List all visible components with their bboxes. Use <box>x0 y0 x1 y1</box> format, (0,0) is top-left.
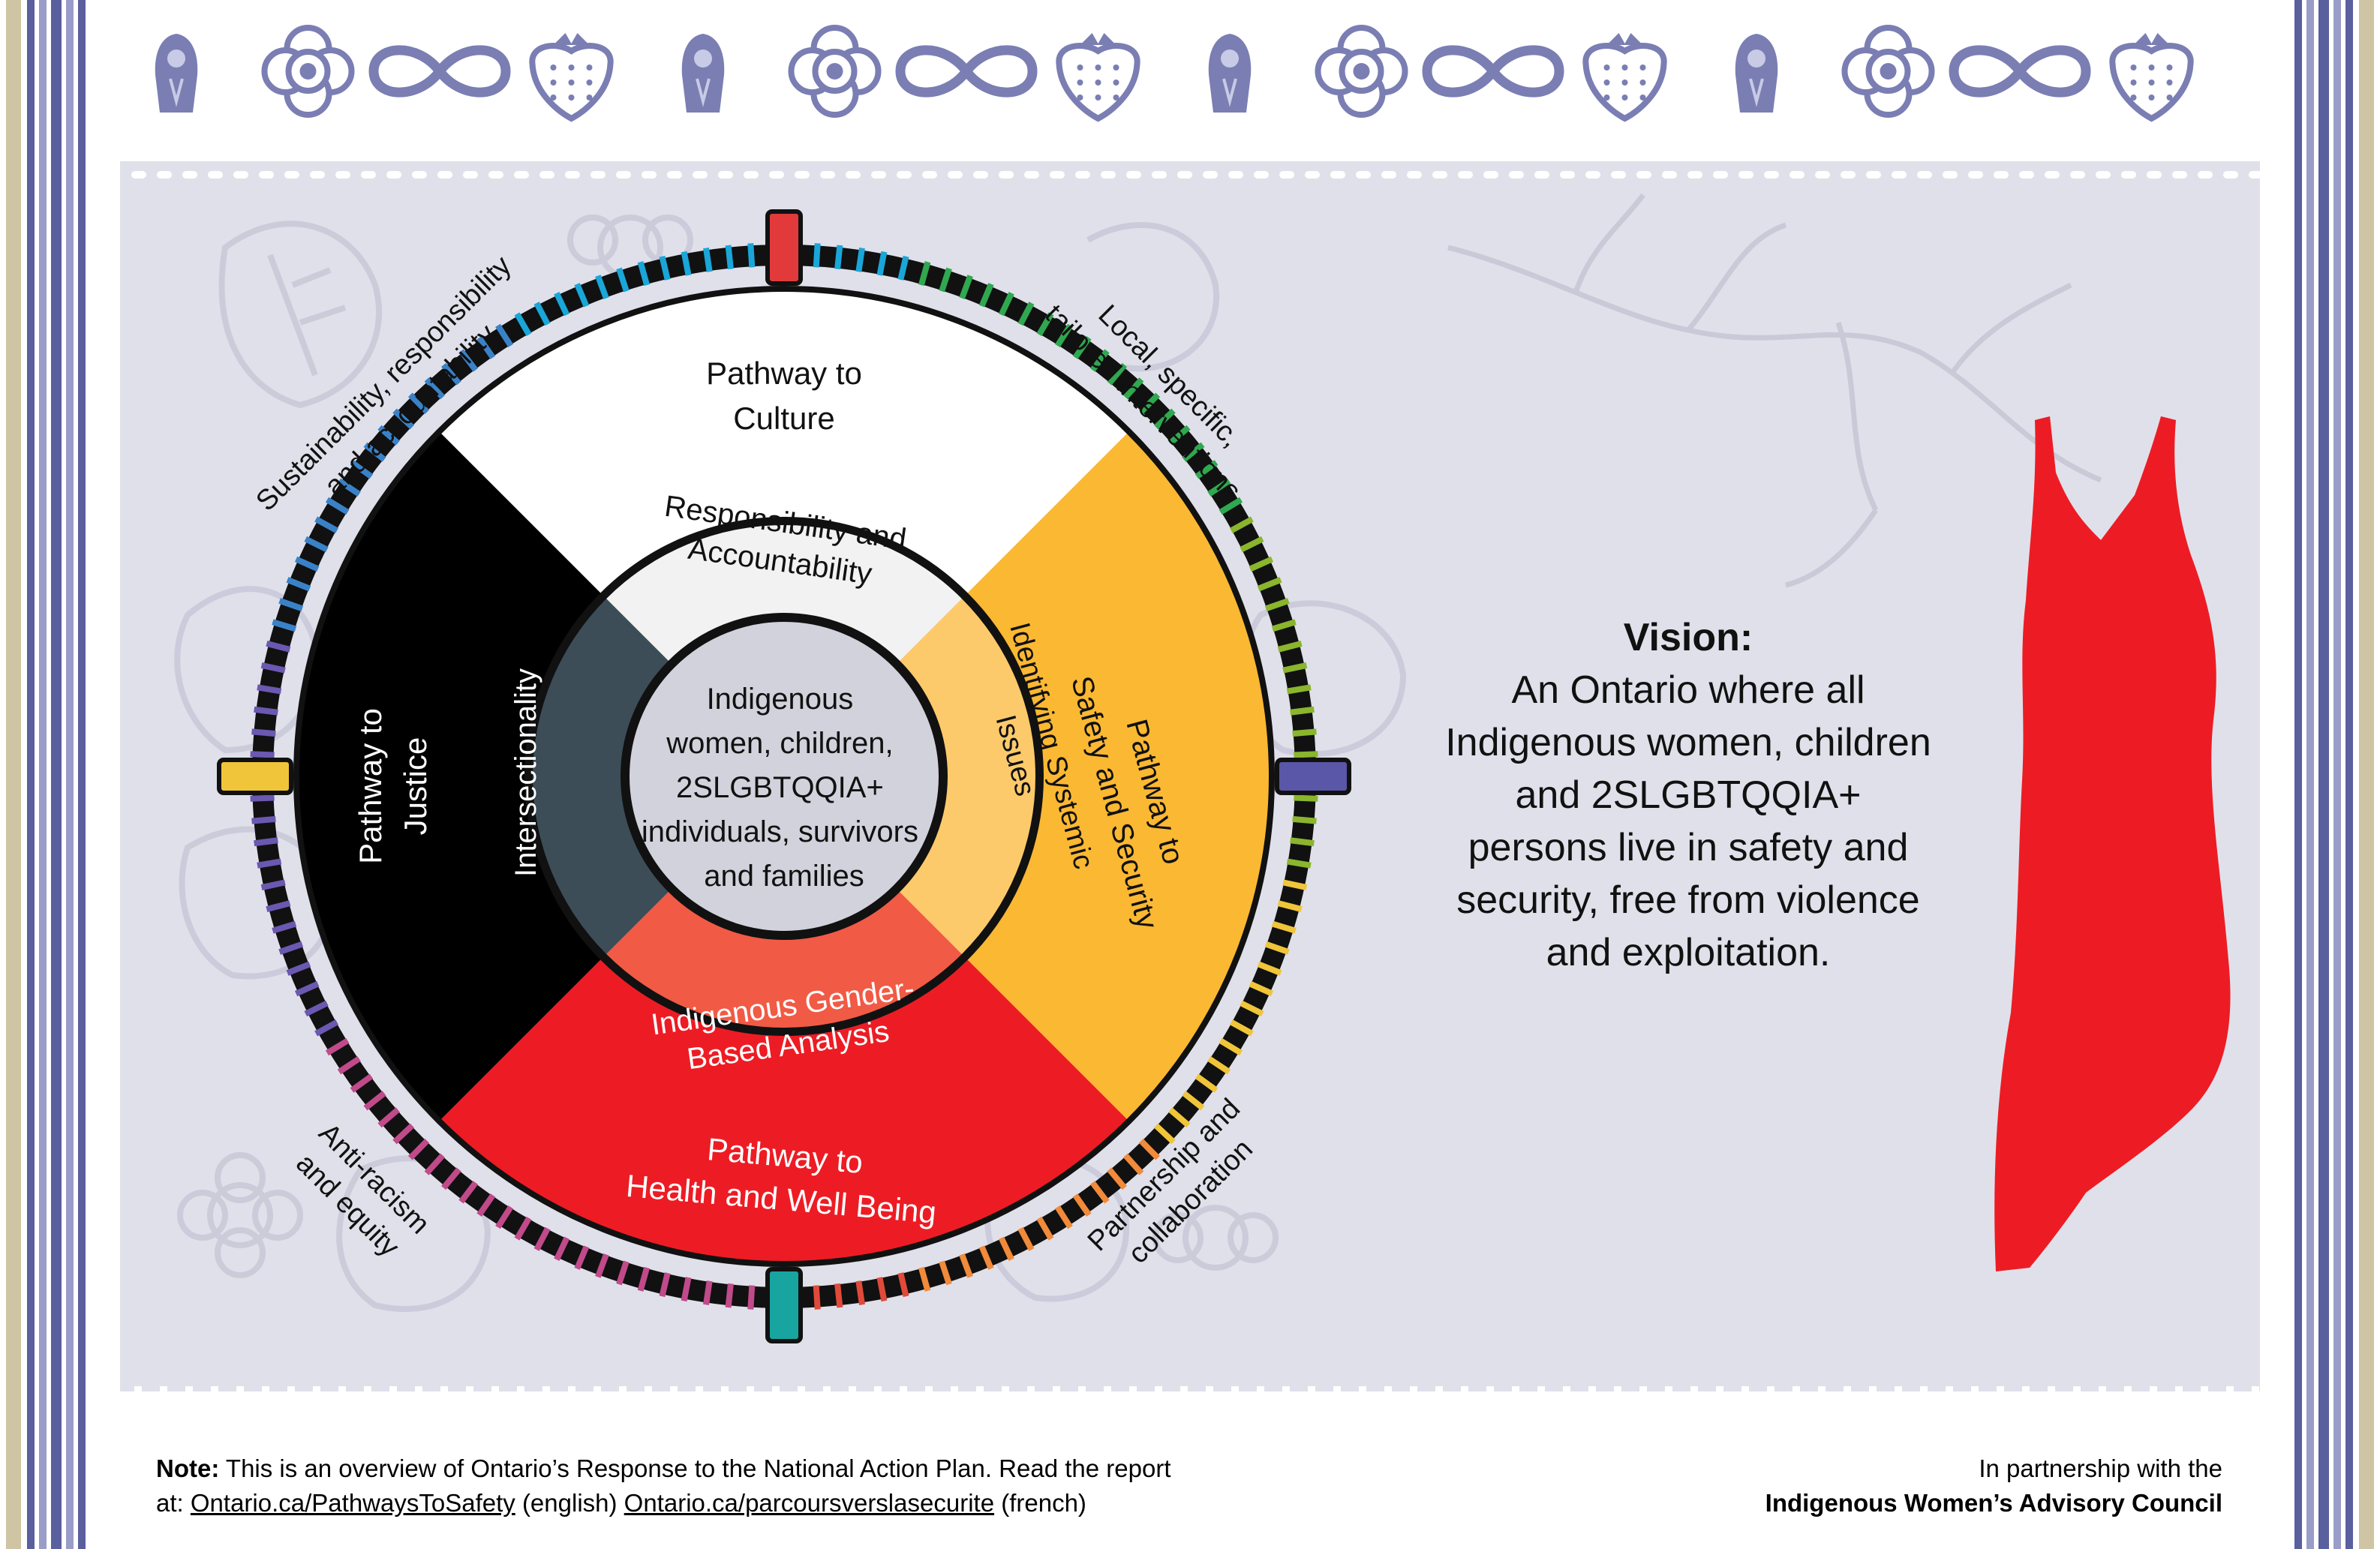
infinity-icon <box>1949 45 2091 98</box>
background-branch-icon <box>1447 193 2102 588</box>
figure-icon <box>1735 34 1778 113</box>
footer-note: Note: This is an overview of Ontario’s R… <box>156 1451 1387 1520</box>
strawberry-icon <box>529 33 614 122</box>
vision-line: security, free from violence <box>1456 878 1920 922</box>
strawberry-icon <box>1582 33 1667 122</box>
vision-line: and 2SLGBTQQIA+ <box>1515 773 1862 817</box>
note-label: Note: <box>156 1454 220 1482</box>
flower-icon <box>1841 25 1935 118</box>
intersectionality-label: Intersectionality <box>509 668 542 877</box>
background-flower-icon <box>1182 1205 1249 1271</box>
note-at: at: <box>156 1489 184 1517</box>
french-suffix: (french) <box>1001 1489 1086 1517</box>
vision-line: Indigenous women, children <box>1445 721 1931 764</box>
strawberry-icon <box>2109 33 2194 122</box>
partnership-credit: In partnership with the Indigenous Women… <box>1547 1451 2222 1520</box>
note-text: This is an overview of Ontario’s Respons… <box>225 1454 1171 1482</box>
french-report-link[interactable]: Ontario.ca/parcoursverslasecurite <box>624 1489 995 1517</box>
infinity-icon <box>1422 45 1564 98</box>
right-border-pattern <box>2260 0 2380 1549</box>
red-dress-icon <box>1994 416 2231 1271</box>
background-flower-icon <box>207 1182 273 1248</box>
flower-icon <box>1315 25 1408 118</box>
english-suffix: (english) <box>521 1489 618 1517</box>
center-label: Indigenous women, children, 2SLGBTQQIA+ … <box>642 683 927 893</box>
flower-icon <box>261 25 355 118</box>
vision-line: persons live in safety and <box>1468 826 1909 869</box>
english-report-link[interactable]: Ontario.ca/PathwaysToSafety <box>190 1489 515 1517</box>
vision-statement: Vision: An Ontario where all Indigenous … <box>1358 611 2018 979</box>
vision-title: Vision: <box>1623 616 1753 659</box>
background-leaf-icon <box>218 221 383 409</box>
figure-icon <box>681 34 725 113</box>
infinity-icon <box>895 45 1038 98</box>
vision-line: and exploitation. <box>1546 931 1831 974</box>
partner-line: In partnership with the <box>1979 1454 2222 1482</box>
figure-icon <box>155 34 198 113</box>
flower-icon <box>788 25 882 118</box>
partner-name: Indigenous Women’s Advisory Council <box>1765 1489 2222 1517</box>
left-border-pattern <box>0 0 120 1549</box>
top-motif-band <box>120 0 2260 161</box>
infinity-icon <box>368 45 511 98</box>
figure-icon <box>1208 34 1252 113</box>
vision-line: An Ontario where all <box>1511 668 1865 712</box>
strawberry-icon <box>1056 33 1140 122</box>
